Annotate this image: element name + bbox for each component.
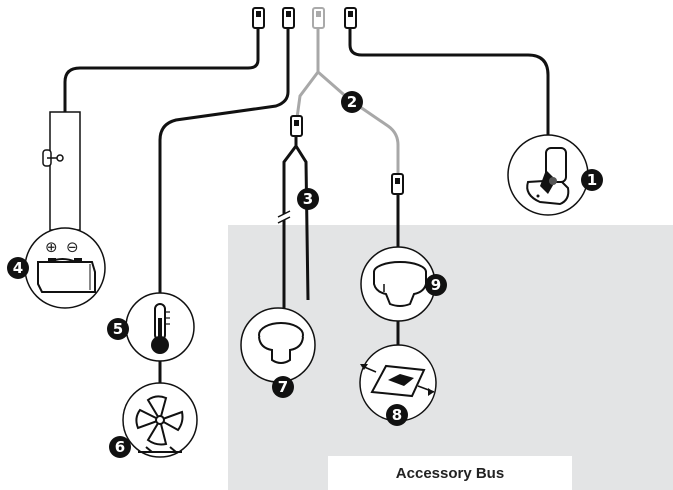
battery-node: ⊕ ⊖ [24, 227, 106, 309]
callout-8: 8 [386, 404, 408, 426]
temperature-sensor-node [125, 292, 195, 362]
fuse-holder [42, 111, 81, 231]
callout-3: 3 [297, 188, 319, 210]
battery-positive-symbol: ⊕ [45, 238, 58, 256]
transducer-cable [348, 28, 550, 140]
battery-negative-symbol: ⊖ [66, 238, 79, 256]
temperature-cable [158, 28, 290, 298]
y-cable-connector-right [391, 173, 404, 195]
branch-cable-open [294, 145, 310, 301]
svg-text:1: 1 [587, 171, 597, 189]
svg-text:4: 4 [13, 259, 23, 277]
callout-6: 6 [109, 436, 131, 458]
callout-4: 4 [7, 257, 29, 279]
puck-sensor-node [360, 246, 436, 322]
transducer-node [507, 134, 589, 216]
top-connector-2 [282, 7, 295, 29]
dome-sensor-node [240, 307, 316, 383]
svg-text:8: 8 [392, 406, 402, 424]
top-connector-3 [312, 7, 325, 29]
svg-text:5: 5 [113, 320, 123, 338]
gray-y-cable [295, 28, 320, 119]
flow-sensor-node [359, 344, 437, 422]
paddlewheel-node [122, 382, 198, 458]
callout-9: 9 [425, 274, 447, 296]
callout-5: 5 [107, 318, 129, 340]
svg-text:3: 3 [303, 190, 313, 208]
svg-text:6: 6 [115, 438, 125, 456]
top-connector-1 [252, 7, 265, 29]
accessory-bus-label: Accessory Bus [396, 465, 504, 482]
top-connector-4 [344, 7, 357, 29]
svg-text:9: 9 [431, 276, 441, 294]
cable-break-mark [276, 210, 292, 224]
callout-7: 7 [272, 376, 294, 398]
svg-text:7: 7 [278, 378, 288, 396]
accessory-bus-box: Accessory Bus [328, 456, 572, 490]
callout-1: 1 [581, 169, 603, 191]
y-cable-connector-left [290, 115, 303, 137]
battery-cable [63, 28, 260, 112]
branch-cable-to-7 [282, 136, 298, 312]
gray-y-branch [317, 70, 400, 175]
svg-text:2: 2 [347, 93, 357, 111]
callout-2: 2 [341, 91, 363, 113]
